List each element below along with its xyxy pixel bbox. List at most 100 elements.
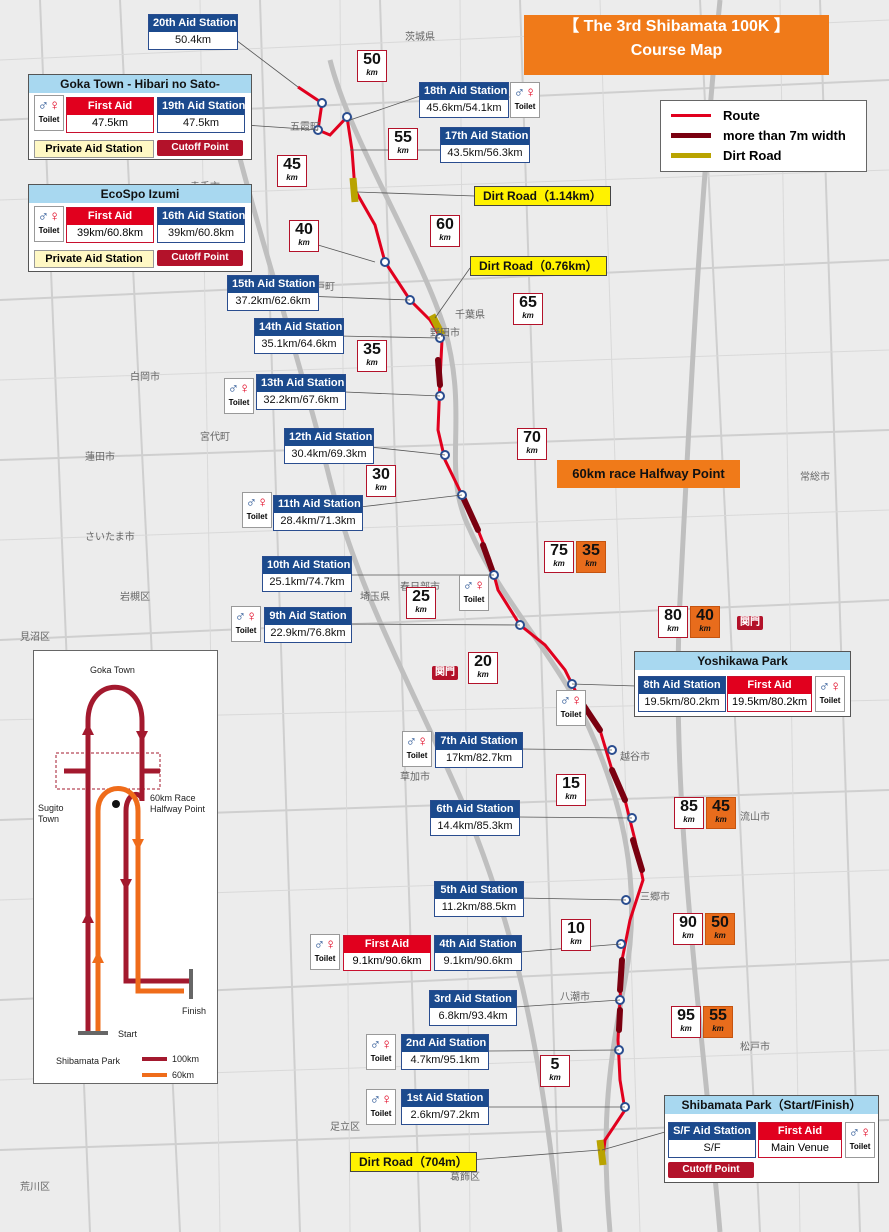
map-place-label: 蓮田市 bbox=[85, 450, 115, 463]
halfway-point-label: 60km race Halfway Point bbox=[557, 460, 740, 488]
map-place-label: 宮代町 bbox=[200, 430, 230, 443]
map-place-label: 松戸市 bbox=[740, 1040, 770, 1053]
inset-sugito-label: Sugito Town bbox=[38, 803, 64, 824]
shibamata-panel-title: Shibamata Park（Start/Finish） bbox=[665, 1096, 878, 1114]
map-place-label: 岩槻区 bbox=[120, 590, 150, 603]
map-place-label: 三郷市 bbox=[640, 890, 670, 903]
map-place-label: 足立区 bbox=[330, 1120, 360, 1133]
map-place-label: 流山市 bbox=[740, 810, 770, 823]
toilet-icon: ♂♀Toilet bbox=[845, 1122, 875, 1158]
ecospo-panel-title: EcoSpo Izumi bbox=[29, 185, 251, 203]
dirt-road-label-3: Dirt Road（704m） bbox=[350, 1152, 477, 1172]
title-line2: Course Map bbox=[630, 42, 723, 59]
map-place-label: 越谷市 bbox=[620, 750, 650, 763]
toilet-icon: ♂♀Toilet bbox=[459, 575, 489, 611]
checkpoint-badge: 関門 bbox=[737, 616, 763, 630]
map-place-label: 埼玉県 bbox=[360, 590, 390, 603]
toilet-icon: ♂♀Toilet bbox=[310, 934, 340, 970]
map-place-label: 葛飾区 bbox=[450, 1170, 480, 1183]
dirt-road-label-1: Dirt Road（1.14km） bbox=[474, 186, 611, 206]
map-place-label: 見沼区 bbox=[20, 630, 50, 643]
inset-goka-label: Goka Town bbox=[90, 665, 135, 675]
cutoff-ecospo: Cutoff Point bbox=[157, 250, 243, 266]
private-aid-goka: Private Aid Station bbox=[34, 140, 154, 158]
map-place-label: 荒川区 bbox=[20, 1181, 50, 1193]
cutoff-shibamata: Cutoff Point bbox=[668, 1162, 754, 1178]
toilet-icon: ♂♀Toilet bbox=[366, 1034, 396, 1070]
map-place-label: 千葉県 bbox=[455, 308, 485, 321]
map-place-label: 常総市 bbox=[800, 470, 830, 483]
map-place-label: 茨城県 bbox=[405, 30, 435, 43]
legend-dirt: Dirt Road bbox=[671, 147, 866, 165]
inset-park-label: Shibamata Park bbox=[56, 1056, 121, 1066]
toilet-icon: ♂♀Toilet bbox=[224, 378, 254, 414]
toilet-icon: ♂♀Toilet bbox=[815, 676, 845, 712]
legend: Route more than 7m width Dirt Road bbox=[660, 100, 867, 172]
toilet-icon: ♂♀Toilet bbox=[510, 82, 540, 118]
title-line1: 【 The 3rd Shibamata 100K 】 bbox=[563, 18, 790, 35]
inset-60km-label: 60km bbox=[172, 1070, 195, 1080]
inset-start-label: Start bbox=[118, 1029, 138, 1039]
checkpoint-badge: 関門 bbox=[432, 666, 458, 680]
toilet-icon: ♂♀Toilet bbox=[34, 206, 64, 242]
toilet-icon: ♂♀Toilet bbox=[34, 95, 64, 131]
inset-halfway-label: 60km Race Halfway Point bbox=[150, 793, 206, 814]
inset-finish-label: Finish bbox=[182, 1006, 207, 1016]
map-place-label: 草加市 bbox=[400, 770, 430, 783]
course-schematic bbox=[55, 684, 193, 1077]
toilet-icon: ♂♀Toilet bbox=[231, 606, 261, 642]
legend-route: Route bbox=[671, 107, 866, 125]
toilet-icon: ♂♀Toilet bbox=[402, 731, 432, 767]
cutoff-goka: Cutoff Point bbox=[157, 140, 243, 156]
map-place-label: 五霞町 bbox=[290, 121, 320, 133]
map-place-label: 野田市 bbox=[430, 326, 460, 339]
toilet-icon: ♂♀Toilet bbox=[556, 690, 586, 726]
yoshikawa-panel-title: Yoshikawa Park bbox=[635, 652, 850, 670]
private-aid-ecospo: Private Aid Station bbox=[34, 250, 154, 268]
